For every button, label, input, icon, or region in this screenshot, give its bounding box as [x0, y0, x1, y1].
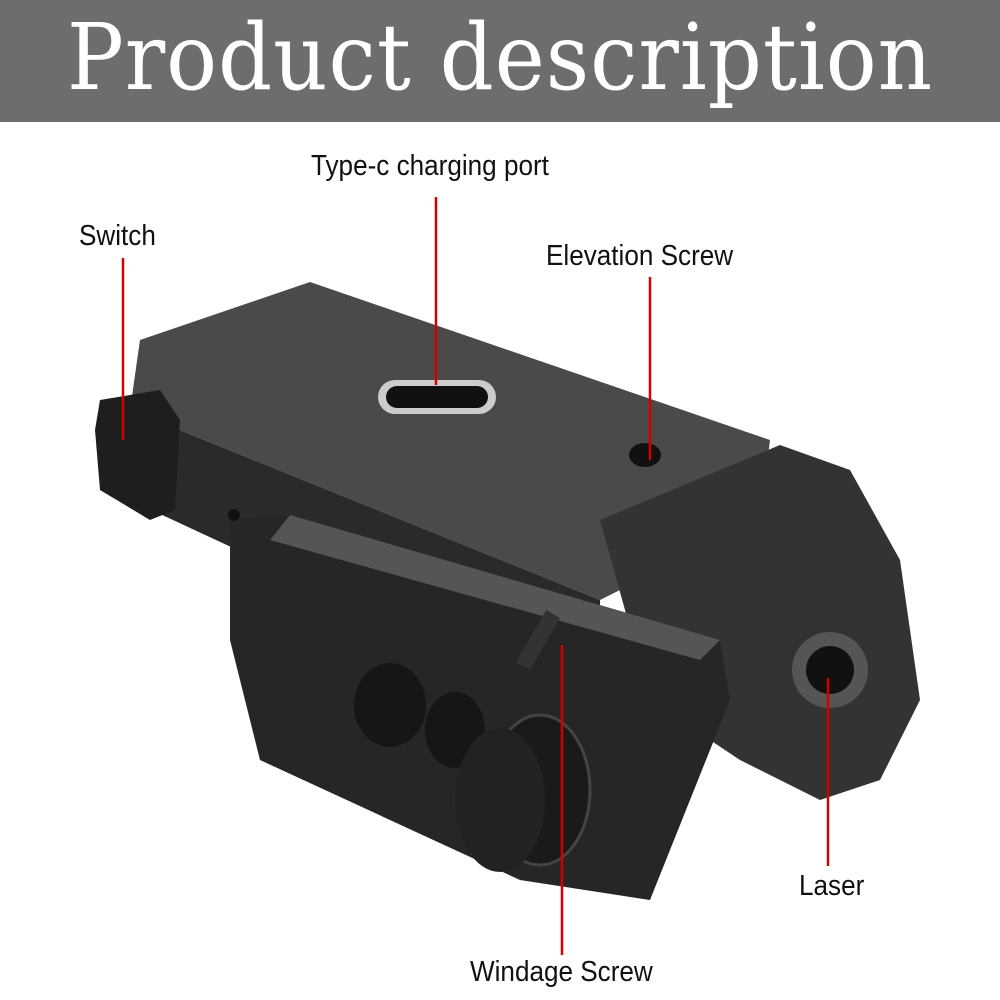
- page-title: Product description: [66, 4, 934, 111]
- header-banner: Product description: [0, 0, 1000, 122]
- leader-lines: [121, 197, 830, 955]
- laser-label: Laser: [799, 870, 865, 902]
- device-body: [95, 282, 920, 900]
- switch-label: Switch: [79, 220, 156, 252]
- elevation-screw-label: Elevation Screw: [546, 240, 734, 272]
- windage-screw-label: Windage Screw: [470, 956, 653, 988]
- type-c-port-label: Type-c charging port: [311, 150, 549, 182]
